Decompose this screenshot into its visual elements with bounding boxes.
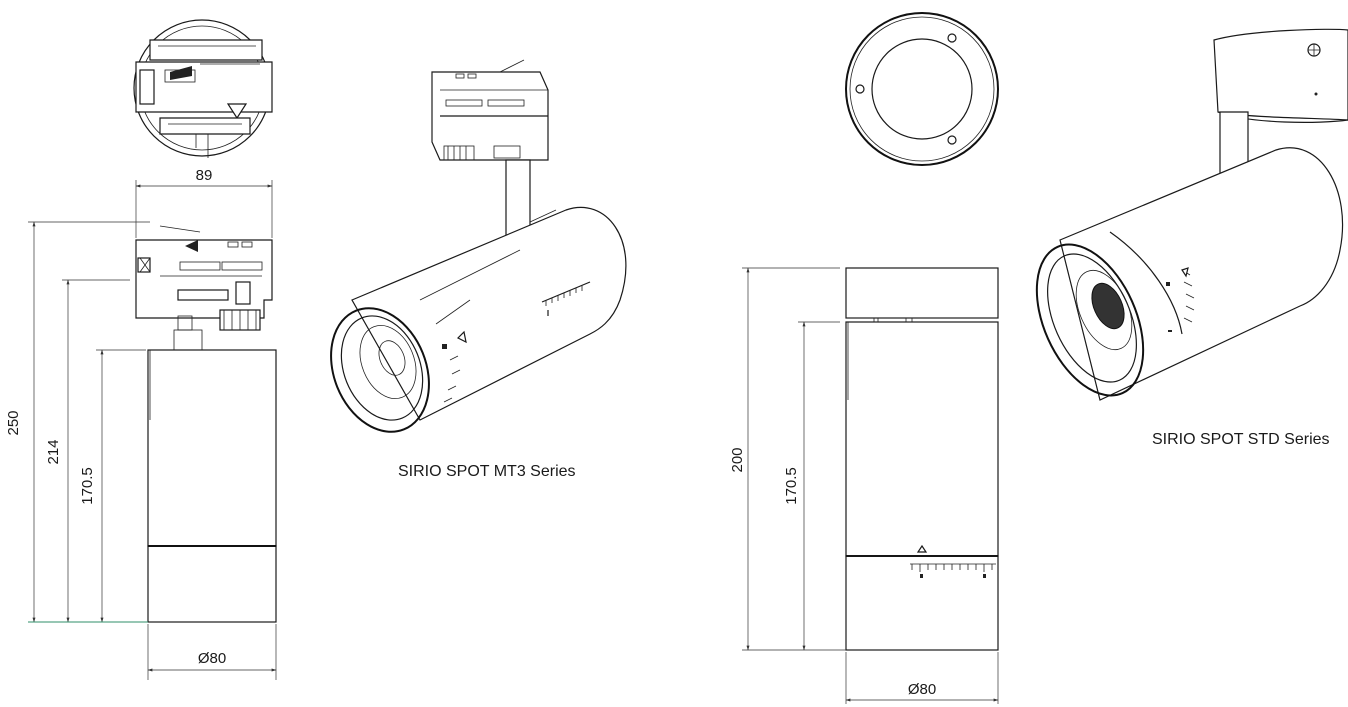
std-perspective-view xyxy=(1035,28,1348,401)
mt3-perspective-view xyxy=(330,59,627,433)
mt3-caption: SIRIO SPOT MT3 Series xyxy=(398,463,576,480)
mt3-diameter-label: Ø80 xyxy=(198,650,226,667)
std-dimensions: 200 170.5 Ø80 xyxy=(729,267,999,704)
mt3-height-mid-label: 214 xyxy=(45,439,62,464)
std-top-view xyxy=(845,12,999,166)
std-height-body-label: 170.5 xyxy=(783,467,800,505)
std-height-total-label: 200 xyxy=(729,447,746,472)
mt3-dimensions: 89 250 214 170.5 Ø80 xyxy=(5,167,277,680)
std-caption: SIRIO SPOT STD Series xyxy=(1152,431,1330,448)
mt3-front-view xyxy=(135,225,277,623)
std-diameter-label: Ø80 xyxy=(908,681,936,698)
mt3-width-label: 89 xyxy=(196,167,213,184)
mt3-top-view xyxy=(133,19,273,158)
mt3-height-total-label: 250 xyxy=(5,410,22,435)
std-front-view xyxy=(845,267,999,651)
mt3-height-body-label: 170.5 xyxy=(79,467,96,505)
